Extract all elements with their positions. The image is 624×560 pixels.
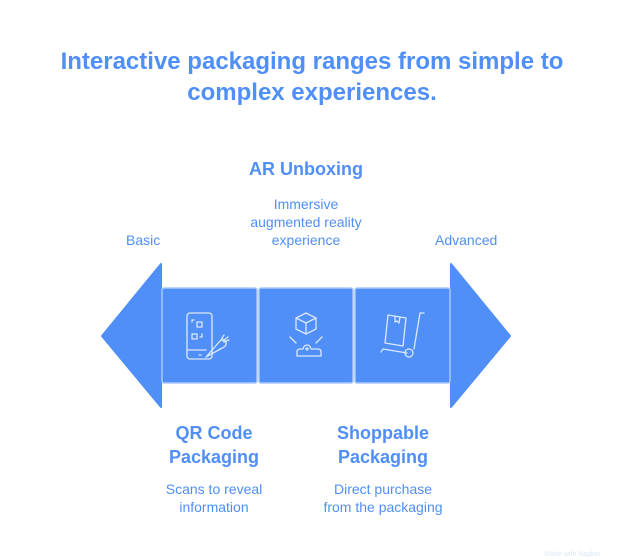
- heading-line: Packaging: [168, 447, 260, 467]
- stage-description-ar-unboxing: Immersive augmented reality experience: [226, 195, 386, 249]
- stage-description-qr-code: Scans to reveal information: [134, 480, 294, 516]
- scale-label-advanced: Advanced: [435, 232, 498, 248]
- stage-heading-shoppable: Shoppable Packaging: [298, 421, 468, 469]
- heading-line: Packaging: [337, 447, 429, 467]
- description-line: from the packaging: [323, 499, 443, 515]
- heading-line: Shoppable: [336, 423, 429, 443]
- heading-line: QR Code: [175, 423, 253, 443]
- left-arrowhead: [101, 263, 162, 408]
- hand-truck-box-icon: [380, 312, 425, 358]
- title-line-2: complex experiences.: [187, 79, 437, 106]
- description-line: experience: [271, 232, 341, 248]
- description-line: information: [179, 499, 249, 515]
- description-line: Scans to reveal: [165, 481, 263, 497]
- heading-line: AR Unboxing: [249, 159, 363, 179]
- ar-cube-projector-icon: [289, 312, 323, 357]
- stage-box-qr-code: [161, 287, 258, 384]
- description-line: Immersive: [273, 196, 339, 212]
- right-arrowhead: [450, 263, 511, 408]
- description-line: augmented reality: [250, 214, 362, 230]
- watermark: Made with Napkin: [544, 551, 600, 558]
- title-line-1: Interactive packaging ranges from simple…: [60, 48, 564, 75]
- stage-box-shoppable: [354, 287, 451, 384]
- description-line: Direct purchase: [333, 481, 433, 497]
- page-title: Interactive packaging ranges from simple…: [0, 46, 624, 108]
- stage-box-ar-unboxing: [258, 287, 354, 384]
- qr-phone-carrot-icon: [186, 312, 230, 360]
- stage-heading-qr-code: QR Code Packaging: [134, 421, 294, 469]
- scale-label-basic: Basic: [126, 232, 161, 248]
- stage-description-shoppable: Direct purchase from the packaging: [298, 480, 468, 516]
- stage-heading-ar-unboxing: AR Unboxing: [206, 157, 406, 181]
